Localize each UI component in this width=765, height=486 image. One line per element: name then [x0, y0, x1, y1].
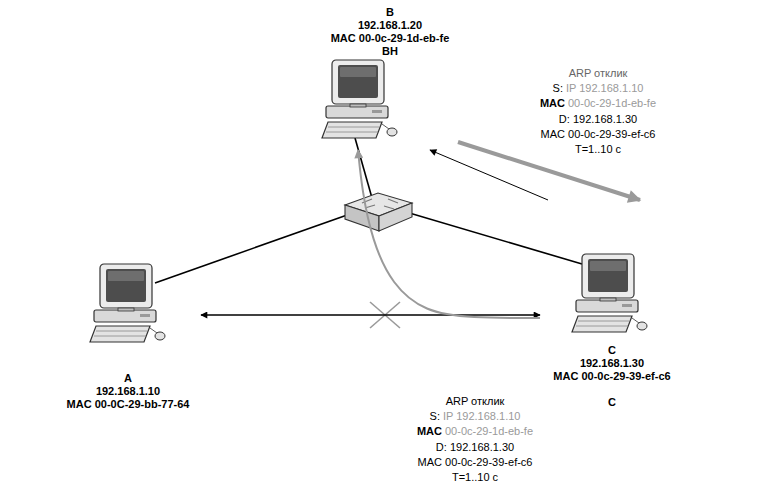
callout-line: MAC 00-0c-29-39-ef-c6 — [540, 127, 656, 142]
packet-field: 00-0c-29-1d-eb-fe — [568, 97, 656, 109]
host-address: 192.168.1.20 — [331, 19, 450, 32]
host-address: ВН — [331, 45, 450, 58]
callout-line: MAC00-0c-29-1d-eb-fe — [540, 96, 656, 111]
packet-field: ARP отклик — [446, 395, 505, 407]
computer-icon — [572, 254, 647, 332]
packet-field: MAC 00-0c-29-39-ef-c6 — [541, 128, 656, 140]
callout-line: MAC 00-0c-29-39-ef-c6 — [417, 455, 533, 470]
host-node: A192.168.1.10MAC 00-0C-29-bb-77-64 — [55, 255, 201, 415]
host-address: C — [553, 396, 670, 409]
packet-field: T=1..10 с — [452, 471, 498, 483]
network-wire — [406, 212, 582, 264]
packet-field: D: 192.168.1.30 — [436, 441, 514, 453]
callout-line: D: 192.168.1.30 — [540, 112, 656, 127]
packet-field: MAC 00-0c-29-39-ef-c6 — [418, 456, 533, 468]
arp-reply-callout: ARP откликS:IP 192.168.1.10MAC00-0c-29-1… — [540, 66, 656, 157]
callout-line: ARP отклик — [540, 66, 656, 81]
packet-field: T=1..10 с — [575, 143, 621, 155]
host-address: 192.168.1.10 — [67, 385, 190, 398]
packet-field: S: — [553, 82, 563, 94]
callout-line: S:IP 192.168.1.10 — [540, 81, 656, 96]
traffic-arrow — [201, 314, 540, 315]
host-label-block: A192.168.1.10MAC 00-0C-29-bb-77-64 — [67, 372, 190, 411]
host-node: C192.168.1.30MAC 00-0c-29-39-ef-c6C — [540, 200, 682, 413]
packet-field: IP 192.168.1.10 — [443, 410, 520, 422]
host-address: MAC 00-0c-29-39-ef-c6 — [553, 370, 670, 383]
packet-field: D: 192.168.1.30 — [559, 113, 637, 125]
arp-reply-callout: ARP откликS:IP 192.168.1.10MAC00-0c-29-1… — [417, 394, 533, 485]
callout-line: T=1..10 с — [417, 470, 533, 485]
spoof-arrow — [458, 142, 640, 200]
host-label-block: C192.168.1.30MAC 00-0c-29-39-ef-c6C — [553, 344, 670, 409]
host-label-block: B192.168.1.20MAC 00-0c-29-1d-eb-feВН — [331, 6, 450, 58]
callout-line: T=1..10 с — [540, 142, 656, 157]
packet-field: S: — [430, 410, 440, 422]
spoof-arrow — [358, 150, 540, 318]
host-node: B192.168.1.20MAC 00-0c-29-1d-eb-feВН — [318, 2, 458, 151]
network-wire — [155, 214, 350, 283]
packet-field: ARP отклик — [569, 67, 628, 79]
computer-icon — [90, 264, 165, 342]
callout-line: ARP отклик — [417, 394, 533, 409]
host-address: MAC 00-0c-29-1d-eb-fe — [331, 32, 450, 45]
spoof-arrow — [430, 150, 548, 200]
callout-line: D: 192.168.1.30 — [417, 440, 533, 455]
switch-icon — [345, 193, 412, 231]
host-address: 192.168.1.30 — [553, 357, 670, 370]
host-address: MAC 00-0C-29-bb-77-64 — [67, 398, 190, 411]
packet-field: MAC — [540, 97, 565, 109]
packet-field: IP 192.168.1.10 — [566, 82, 643, 94]
computer-icon — [322, 60, 397, 138]
packet-field: 00-0c-29-1d-eb-fe — [445, 425, 533, 437]
host-name: B — [331, 6, 450, 19]
packet-field: MAC — [417, 425, 442, 437]
host-name: C — [553, 344, 670, 357]
callout-line: S:IP 192.168.1.10 — [417, 409, 533, 424]
callout-line: MAC00-0c-29-1d-eb-fe — [417, 424, 533, 439]
host-name: A — [67, 372, 190, 385]
